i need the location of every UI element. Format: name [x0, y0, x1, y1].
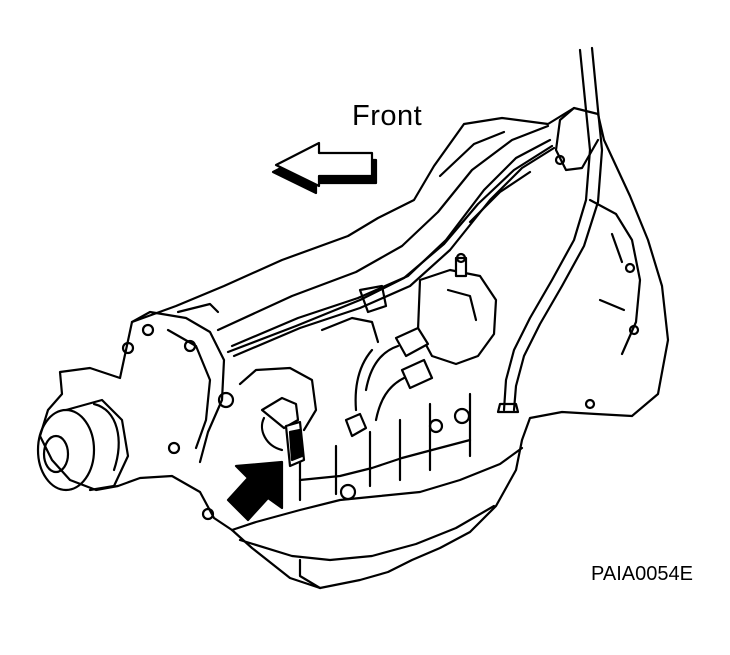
front-direction-label: Front	[352, 100, 423, 132]
cooler-tube	[230, 46, 604, 414]
front-arrow-icon	[271, 141, 378, 195]
pointer-arrow-icon	[226, 460, 284, 522]
figure-code-label: PAIA0054E	[591, 563, 693, 585]
transmission-case	[36, 106, 670, 590]
target-switch	[284, 420, 306, 468]
harness-connectors	[260, 326, 434, 452]
